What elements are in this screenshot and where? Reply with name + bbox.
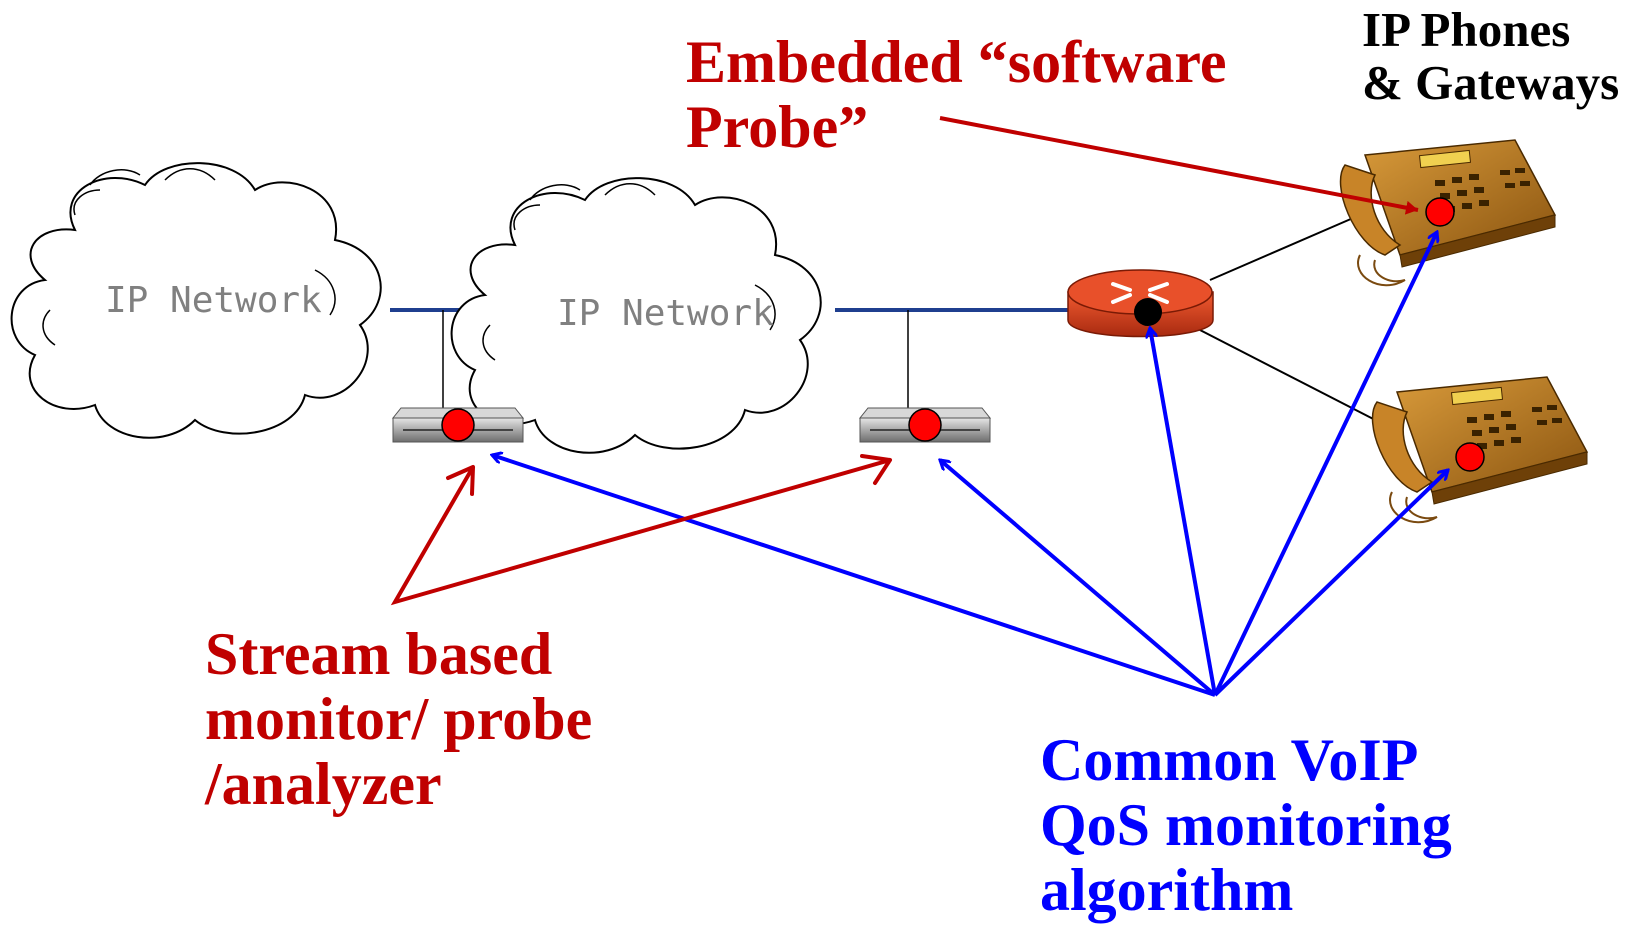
embedded-probe-arrow: [939, 116, 1419, 215]
ip-phones-label: IP Phones & Gateways: [1362, 2, 1620, 110]
link-router-phone2: [1199, 329, 1386, 426]
ip-phone-icon: [1371, 376, 1589, 524]
router-probe-dot: [1134, 298, 1162, 326]
arrowhead-right: [860, 454, 892, 485]
phone-probe-dot: [1425, 197, 1455, 227]
router-icon: [1067, 269, 1214, 338]
qos-arrow-router: [1150, 328, 1217, 696]
probe-arrows: [390, 116, 1419, 606]
ip-phone-icon: [1339, 139, 1557, 287]
qos-arrow-phone1: [1213, 232, 1437, 696]
link-router-phone1: [1209, 214, 1361, 281]
qos-arrow-phone2: [1213, 470, 1448, 697]
phone-probe-dot: [1455, 442, 1485, 472]
stream-monitor-label: Stream based monitor/ probe /analyzer: [205, 621, 593, 817]
cloud-label: IP Network: [557, 293, 774, 334]
qos-arrows: [492, 232, 1448, 697]
cloud-icon: IP Network: [10, 162, 382, 439]
cloud-label: IP Network: [105, 280, 322, 321]
stream-probe-arrows: [390, 458, 891, 606]
probe-dot: [441, 408, 475, 442]
common-voip-label: Common VoIP QoS monitoring algorithm: [1040, 727, 1452, 923]
arrowhead-left: [446, 465, 475, 496]
probe-device-icon: [858, 407, 992, 443]
embedded-probe-label: Embedded “software Probe”: [686, 29, 1227, 160]
probe-dot: [908, 408, 942, 442]
qos-arrow-probe-left: [492, 455, 1216, 697]
qos-arrow-probe-right: [940, 460, 1217, 697]
cloud-icon: IP Network: [450, 177, 822, 454]
probe-device-icon: [391, 407, 525, 443]
